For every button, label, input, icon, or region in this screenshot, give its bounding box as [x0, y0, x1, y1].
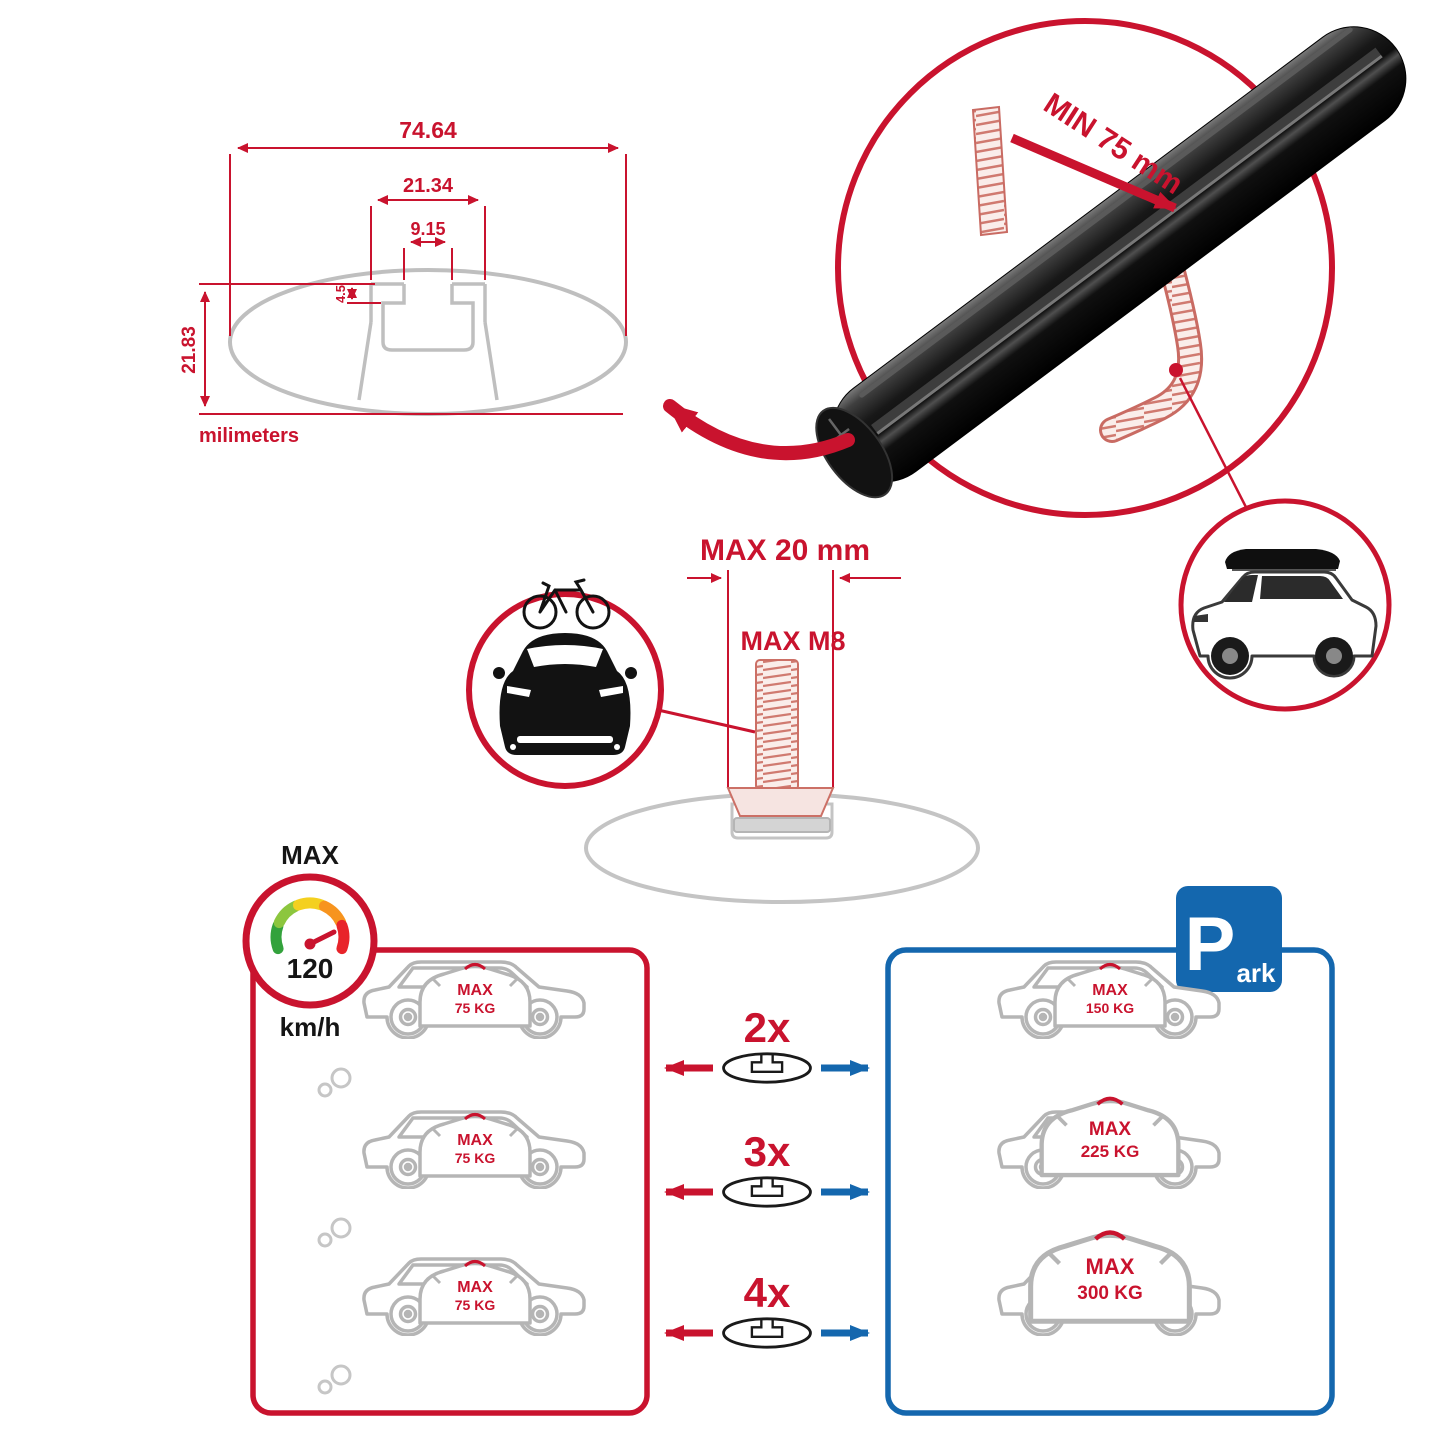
crossbar-3d — [815, 26, 1407, 499]
t-nut — [733, 817, 831, 833]
multiplier-label: 3x — [744, 1128, 791, 1175]
bolt-dimension-lines — [687, 570, 901, 788]
bag-weight: 75 KG — [455, 1297, 496, 1313]
car-front-body — [499, 633, 631, 755]
swoosh-arrow — [663, 399, 855, 461]
driving-cars: MAX 75 KG MAX 75 KG MAX 75 KG — [317, 960, 586, 1395]
bag-max-label: MAX — [1092, 982, 1128, 999]
multiplier-label: 4x — [744, 1269, 791, 1316]
hook-dot — [1169, 363, 1183, 377]
crossbar-profile-icon — [722, 1052, 812, 1084]
zoom-circle — [835, 18, 1335, 518]
crossbar-profile-icon — [722, 1176, 812, 1208]
crossbar-3d-view: MIN 75 mm — [663, 18, 1407, 712]
bolt-max-thread-label: MAX M8 — [740, 626, 845, 656]
crossbar-profile-icon — [722, 1317, 812, 1349]
bicycle — [522, 578, 611, 630]
dim-total-height: 21.83 — [179, 326, 200, 374]
bag-max-label: MAX — [457, 1132, 493, 1149]
bag-weight: 75 KG — [455, 1000, 496, 1016]
profile-with-t-nut — [584, 792, 980, 904]
speedometer-icon: MAX 120 km/h — [242, 840, 378, 1042]
exhaust-smoke — [317, 1067, 352, 1395]
dim-total-width: 74.64 — [399, 117, 457, 143]
bag-weight: 75 KG — [455, 1150, 496, 1166]
crossbar-profile-outline — [228, 268, 628, 416]
bag-max-label: MAX — [457, 982, 493, 999]
threaded-hook — [971, 105, 1204, 443]
roof-box — [1225, 549, 1340, 569]
load-chart-section: MAX 120 km/h P ark — [242, 840, 1335, 1416]
bag-max-label: MAX — [1089, 1119, 1132, 1140]
dim-channel-inner: 9.15 — [410, 219, 445, 239]
bag-weight: 150 KG — [1086, 1000, 1134, 1016]
multiplier-label: 2x — [744, 1004, 791, 1051]
parked-cars: MAX 150 KG MAX 225 KG MAX 300 KG — [997, 960, 1221, 1336]
parking-letter: P — [1185, 902, 1236, 987]
t-slot-channel — [381, 284, 475, 352]
parking-suffix: ark — [1236, 958, 1276, 988]
cross-section-diagram: 74.64 21.34 9.15 4.5 21.83 milimeters — [179, 117, 628, 447]
bag-max-label: MAX — [457, 1279, 493, 1296]
bolt-max-width-label: MAX 20 mm — [700, 534, 870, 567]
driving-load-box — [250, 947, 650, 1416]
suv-roofbox-icon — [1178, 498, 1392, 712]
dim-channel-outer: 21.34 — [403, 175, 454, 197]
min-clearance-arrow — [1010, 133, 1177, 213]
speed-unit: km/h — [280, 1012, 341, 1042]
dim-lip-depth: 4.5 — [333, 285, 348, 303]
circle-leader-line — [657, 708, 756, 734]
bike-car-icon — [466, 578, 664, 789]
bag-weight: 225 KG — [1081, 1142, 1140, 1161]
dimension-lines — [199, 143, 627, 415]
parked-load-box — [885, 947, 1335, 1416]
bar-end-cap — [815, 406, 894, 499]
units-label: milimeters — [199, 425, 299, 447]
speed-max-label: MAX — [281, 840, 339, 870]
bag-max-label: MAX — [1086, 1254, 1135, 1279]
multiplier-rows: 2x 3x 4x — [664, 1004, 870, 1349]
bolt-detail-diagram: MAX 20 mm MAX M8 — [466, 534, 980, 904]
leader-line — [1178, 377, 1252, 516]
bag-weight: 300 KG — [1077, 1283, 1142, 1304]
speed-value: 120 — [287, 953, 334, 984]
parking-sign: P ark — [1176, 886, 1282, 992]
t-bolt — [726, 659, 835, 817]
